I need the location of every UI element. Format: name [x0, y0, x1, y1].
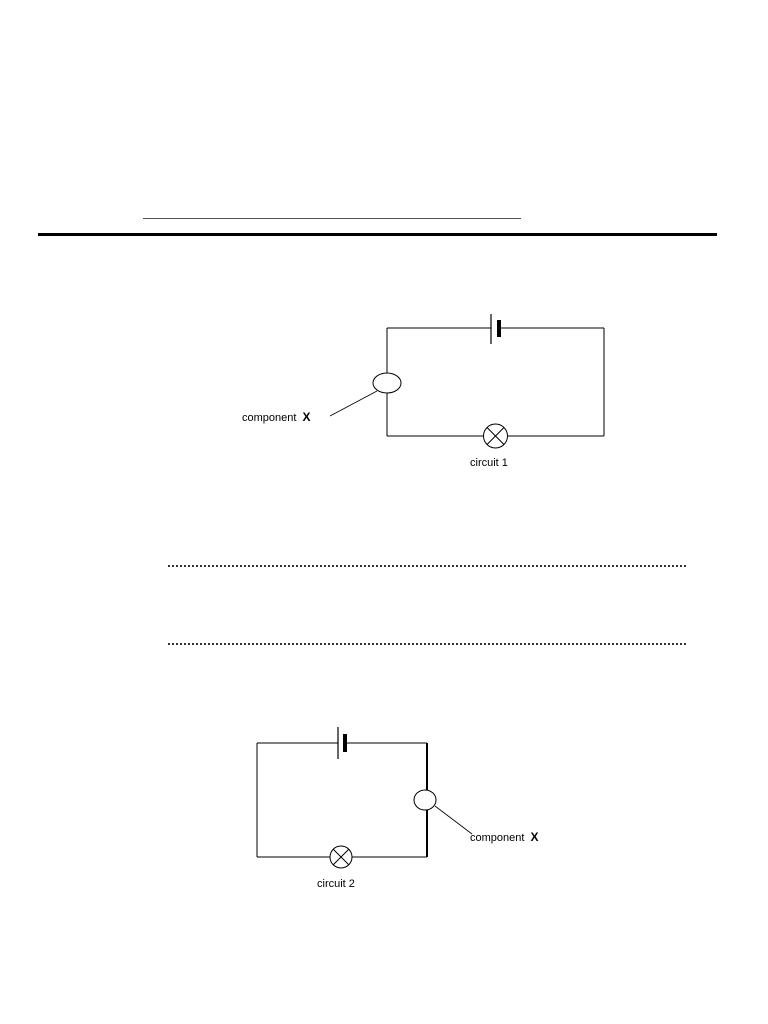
lamp-icon	[483, 423, 508, 449]
circuit-2-label-pointer	[434, 805, 473, 835]
circuit-2-caption: circuit 2	[317, 878, 355, 890]
answer-line-1	[168, 565, 686, 567]
component-x-icon	[372, 372, 402, 394]
circuit-1-label-pointer	[329, 390, 378, 417]
circuit-1-component-label: component X	[242, 410, 311, 424]
top-rule-thin	[143, 218, 521, 219]
circuit-1	[329, 314, 605, 449]
cell-icon	[490, 314, 501, 344]
component-x-icon	[413, 789, 437, 811]
answer-line-2	[168, 643, 686, 645]
cell-icon	[337, 727, 347, 759]
top-rule-thick	[38, 233, 717, 236]
circuit-1-caption: circuit 1	[470, 457, 508, 469]
circuit-2	[256, 727, 473, 869]
lamp-icon	[329, 845, 353, 869]
circuit-2-component-label: component X	[470, 830, 539, 844]
